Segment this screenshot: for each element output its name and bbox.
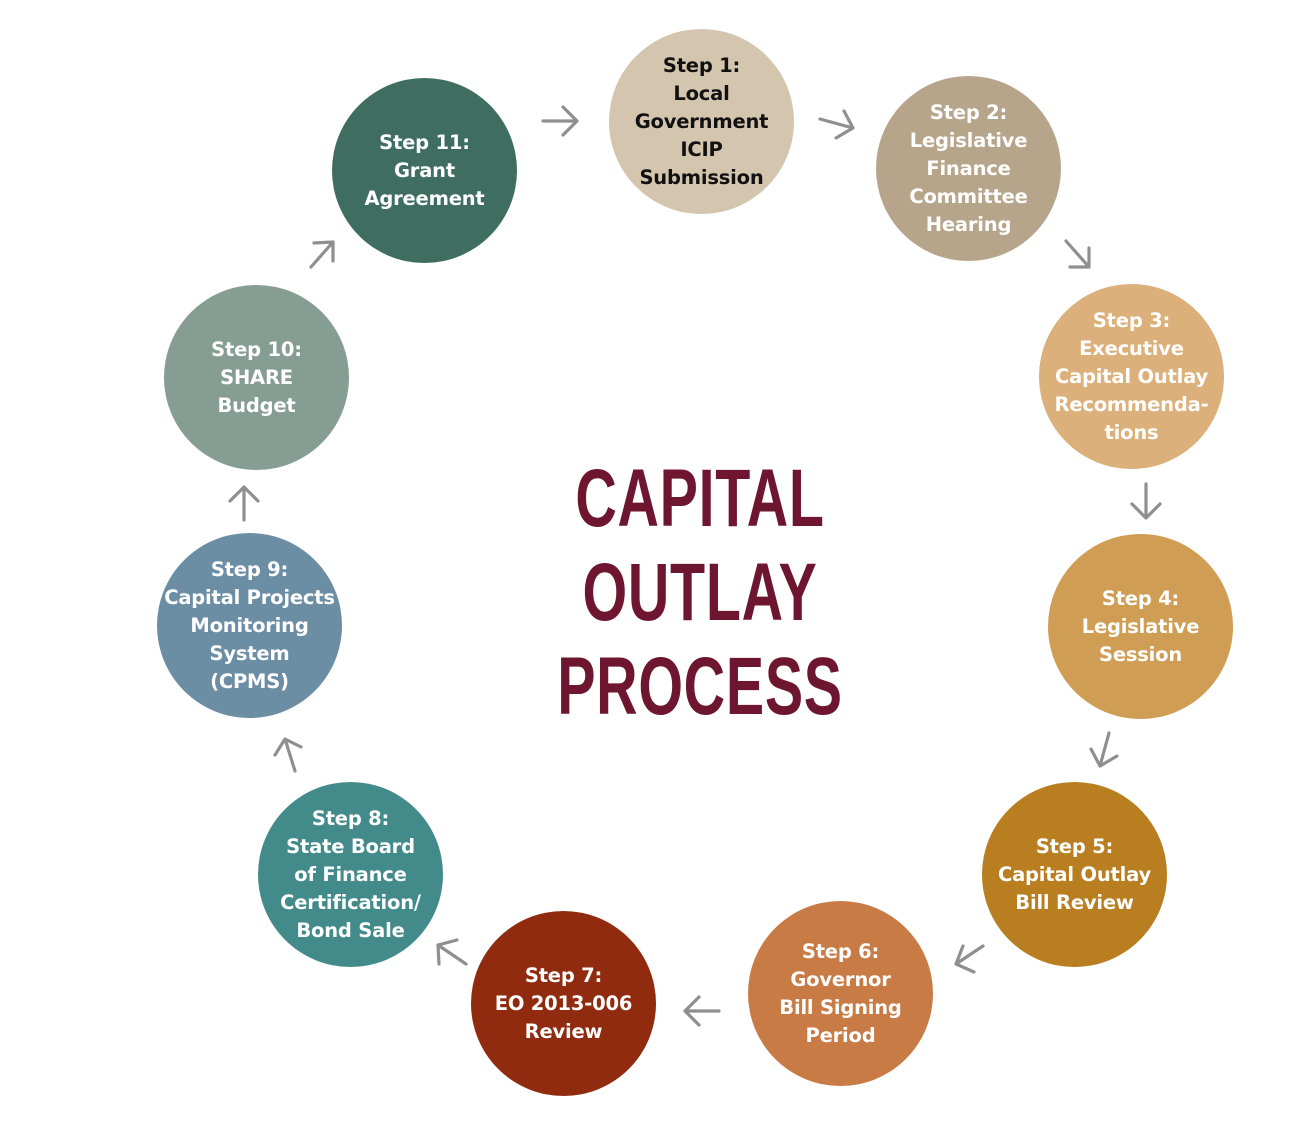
step-10-label: Step 10: SHARE Budget	[211, 337, 302, 417]
arrow-5-to-6-icon	[954, 944, 985, 974]
title-line-2: PROCESS	[557, 641, 843, 732]
step-2-circle: Step 2: Legislative Finance Committee He…	[876, 76, 1061, 261]
step-3-circle: Step 3: Executive Capital Outlay Recomme…	[1039, 284, 1224, 469]
arrow-7-to-8-icon	[436, 938, 468, 966]
arrow-11-to-1-icon	[541, 105, 579, 137]
step-1-circle: Step 1: Local Government ICIP Submission	[609, 29, 794, 214]
step-4-label: Step 4: Legislative Session	[1081, 586, 1200, 666]
step-4-circle: Step 4: Legislative Session	[1048, 534, 1233, 719]
step-3-label: Step 3: Executive Capital Outlay Recomme…	[1054, 308, 1209, 444]
step-5-circle: Step 5: Capital Outlay Bill Review	[982, 782, 1167, 967]
diagram-title: CAPITAL OUTLAY PROCESS	[380, 452, 1020, 734]
step-11-label: Step 11: Grant Agreement	[364, 130, 485, 210]
step-1-label: Step 1: Local Government ICIP Submission	[634, 53, 769, 189]
step-5-label: Step 5: Capital Outlay Bill Review	[997, 834, 1151, 914]
arrow-2-to-3-icon	[1064, 239, 1091, 269]
step-9-circle: Step 9: Capital Projects Monitoring Syst…	[157, 533, 342, 718]
title-line-1: CAPITAL OUTLAY	[575, 453, 825, 638]
step-2-label: Step 2: Legislative Finance Committee He…	[909, 100, 1028, 236]
arrow-9-to-10-icon	[228, 485, 260, 522]
step-10-circle: Step 10: SHARE Budget	[164, 285, 349, 470]
step-6-label: Step 6: Governor Bill Signing Period	[779, 939, 902, 1047]
arrow-8-to-9-icon	[273, 737, 303, 773]
step-6-circle: Step 6: Governor Bill Signing Period	[748, 901, 933, 1086]
step-7-label: Step 7: EO 2013-006 Review	[494, 963, 633, 1043]
step-8-label: Step 8: State Board of Finance Certifica…	[280, 806, 421, 942]
step-8-circle: Step 8: State Board of Finance Certifica…	[258, 782, 443, 967]
step-7-circle: Step 7: EO 2013-006 Review	[471, 911, 656, 1096]
arrow-1-to-2-icon	[818, 109, 855, 140]
arrow-4-to-5-icon	[1089, 731, 1119, 768]
arrow-3-to-4-icon	[1130, 482, 1162, 520]
arrow-6-to-7-icon	[683, 995, 721, 1027]
arrow-10-to-11-icon	[309, 240, 335, 269]
step-11-circle: Step 11: Grant Agreement	[332, 78, 517, 263]
step-9-label: Step 9: Capital Projects Monitoring Syst…	[164, 557, 335, 693]
